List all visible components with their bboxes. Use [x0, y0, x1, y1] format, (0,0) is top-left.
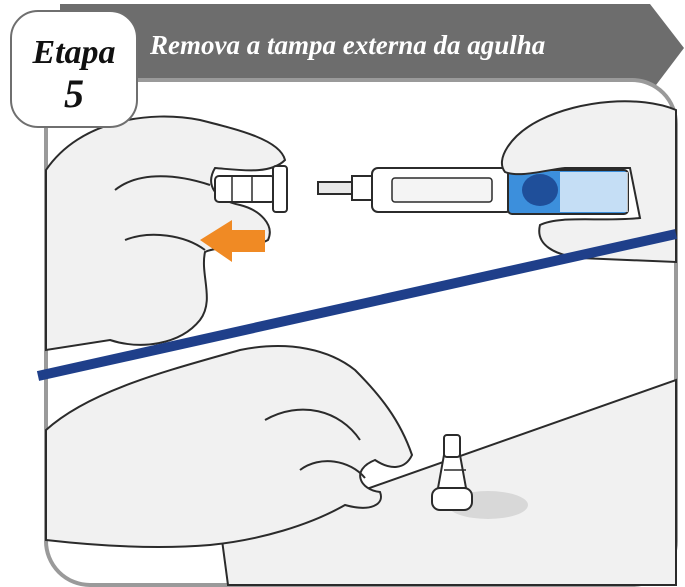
pen-needle-icon — [317, 167, 629, 215]
left-hand-icon — [45, 115, 287, 352]
step-number: 5 — [64, 71, 84, 116]
step-badge: Etapa 5 — [10, 10, 138, 128]
outer-cap-icon — [214, 165, 288, 213]
step-label: Etapa — [32, 34, 116, 71]
right-hand-icon — [500, 100, 677, 264]
step-banner — [60, 4, 684, 93]
step-title: Remova a tampa externa da agulha — [150, 30, 546, 60]
finger-icon — [264, 408, 366, 479]
needle-cap-icon — [431, 434, 528, 519]
lower-hand-icon — [45, 345, 414, 549]
arrow-left-icon — [200, 220, 265, 262]
finger-icon — [114, 175, 211, 251]
divider-line — [36, 229, 678, 381]
